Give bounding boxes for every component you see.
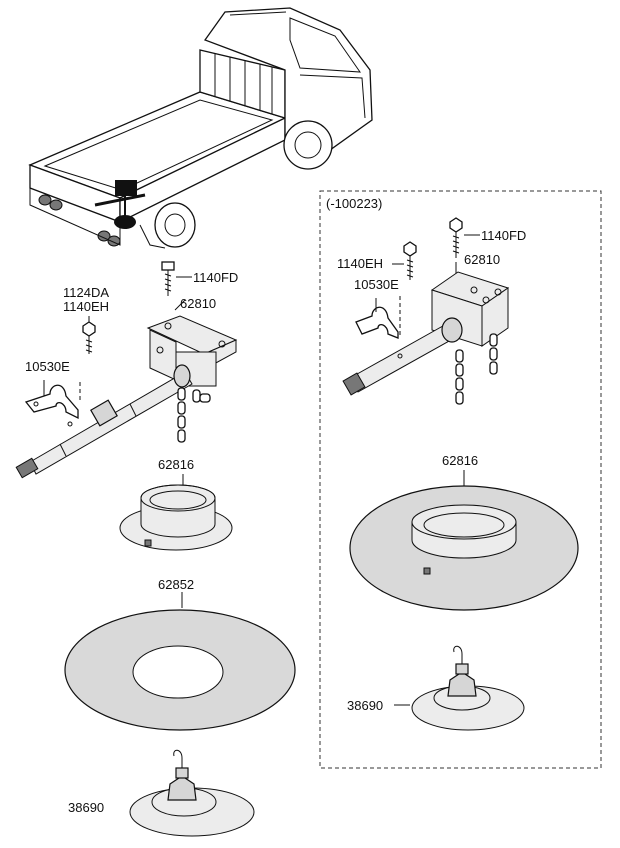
chain-icon — [177, 387, 211, 443]
left-carrier-assembly — [15, 261, 296, 837]
bolt-icon — [449, 217, 463, 258]
left-bolt-side-b-label: 1140EH — [63, 299, 109, 314]
left-cover-label: 62816 — [158, 457, 194, 472]
carrier-shaft-icon — [15, 364, 193, 479]
right-cover-label: 62816 — [442, 453, 478, 468]
left-bolt-side-a-label: 1124DA — [63, 285, 109, 300]
left-bolt-top-label: 1140FD — [193, 270, 238, 285]
chain-icon — [455, 333, 498, 405]
hook-icon — [411, 645, 525, 731]
carrier-bracket-icon — [146, 315, 238, 387]
right-hook-label: 38690 — [347, 698, 383, 713]
right-bolt-top-label: 1140FD — [481, 228, 526, 243]
left-carrier-label: 62810 — [180, 296, 216, 311]
tire-cover-icon — [119, 484, 233, 551]
right-bolt-side-label: 1140EH — [337, 256, 383, 271]
tire-mat-icon — [64, 609, 296, 731]
left-bracket-label: 10530E — [25, 359, 70, 374]
clamp-icon — [24, 384, 79, 427]
right-carrier-assembly — [342, 217, 579, 731]
carrier-shaft-icon — [342, 317, 463, 396]
bolt-icon — [161, 261, 175, 296]
tire-cover-icon — [349, 485, 579, 611]
left-hook-label: 38690 — [68, 800, 104, 815]
clamp-icon — [355, 306, 399, 339]
truck-illustration — [28, 7, 373, 249]
variant-box-label: (-100223) — [326, 196, 382, 211]
hook-icon — [129, 749, 255, 837]
right-carrier-label: 62810 — [464, 252, 500, 267]
bolt-icon — [403, 241, 417, 280]
variant-box-frame — [319, 190, 602, 769]
bolt-icon — [82, 321, 96, 354]
left-mat-label: 62852 — [158, 577, 194, 592]
right-bracket-label: 10530E — [354, 277, 399, 292]
